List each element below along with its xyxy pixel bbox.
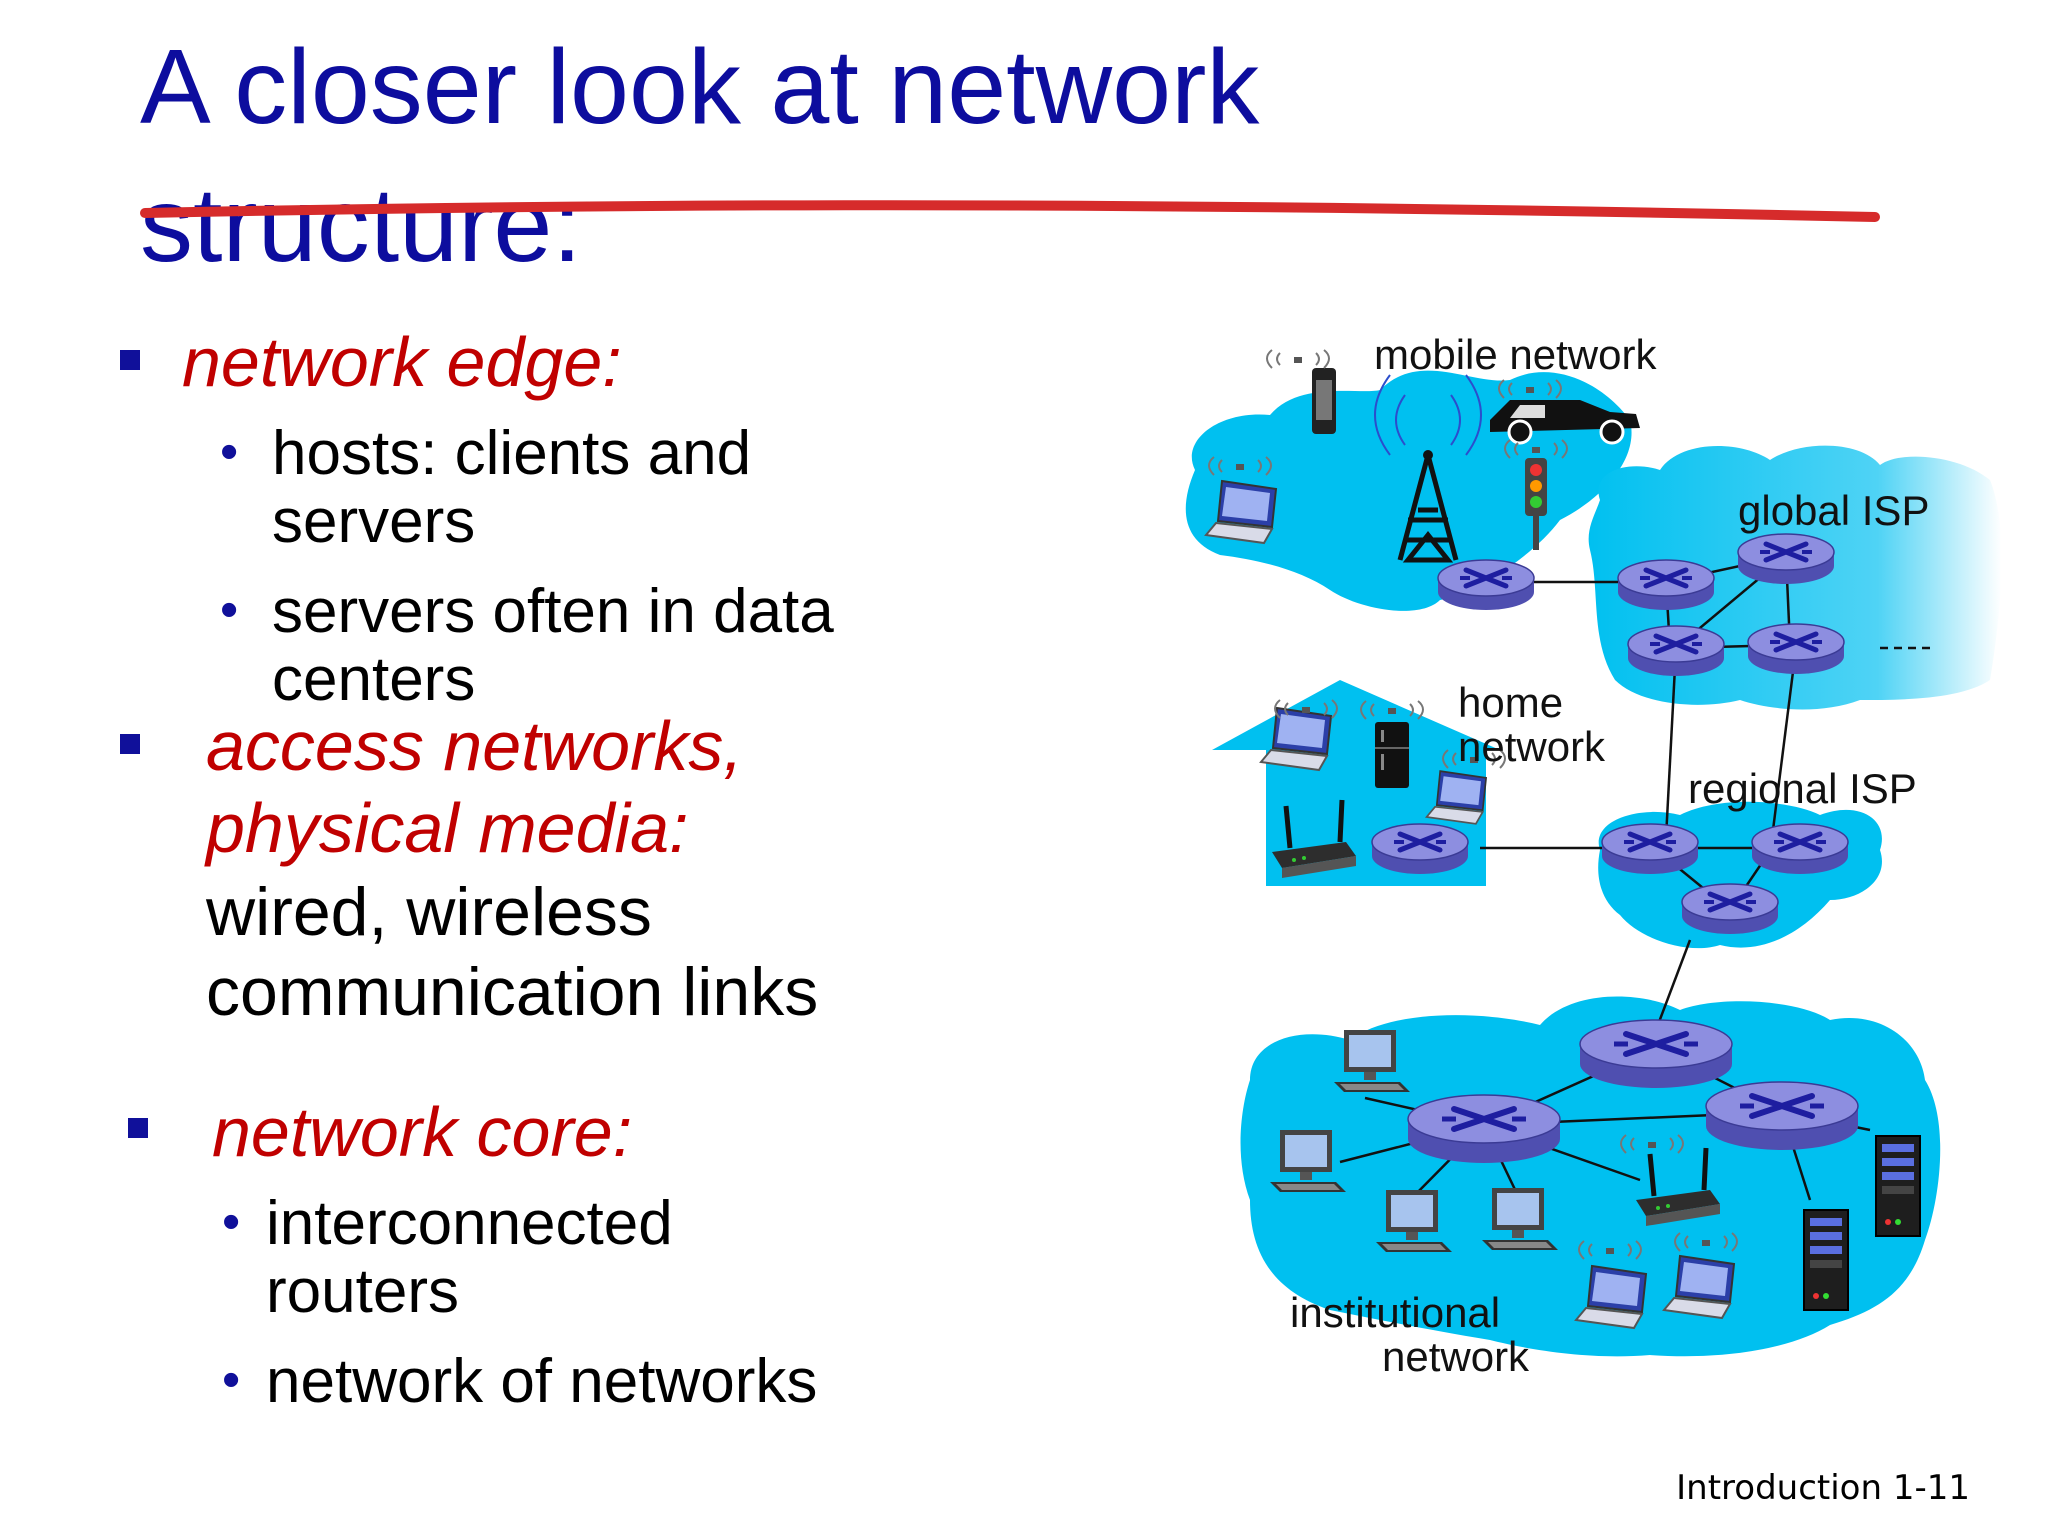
bullet-square-icon (128, 1118, 148, 1138)
router-icon (1372, 824, 1468, 874)
label-institutional-network-2: network (1382, 1333, 1530, 1380)
phone-icon (1312, 368, 1336, 434)
label-mobile-network: mobile network (1374, 331, 1657, 378)
label-home-network-2: network (1458, 723, 1606, 770)
label-global-isp: global ISP (1738, 487, 1930, 534)
fridge-icon (1375, 722, 1409, 788)
cell-tower-icon (1374, 374, 1482, 563)
network-diagram (1185, 349, 2002, 1357)
slide-title: A closer look at network structure: (140, 18, 1440, 294)
bullet-square-icon (120, 734, 140, 754)
car-icon (1490, 400, 1640, 445)
strike-through-line (140, 200, 1880, 222)
router-icon (1602, 824, 1698, 874)
edge-heading: network edge: (182, 323, 622, 401)
title-line-2: structure: (140, 166, 582, 284)
label-regional-isp: regional ISP (1688, 765, 1917, 812)
edge-item-1a: hosts: clients and (272, 419, 752, 488)
router-icon (1438, 560, 1534, 610)
bullet-square-icon (120, 350, 140, 370)
core-item-2: network of networks (266, 1347, 818, 1416)
bullet-dot-icon: • (222, 1193, 241, 1251)
router-icon (1408, 1095, 1560, 1163)
edge-item-1b: servers (272, 487, 476, 556)
router-icon (1706, 1082, 1858, 1150)
core-item-1b: routers (266, 1257, 459, 1326)
router-icon (1682, 884, 1778, 934)
title-line-1: A closer look at network (140, 28, 1260, 146)
router-icon (1748, 624, 1844, 674)
access-heading-1: access networks, (206, 707, 743, 785)
router-icon (1752, 824, 1848, 874)
edge-item-2b: centers (272, 645, 476, 714)
core-heading: network core: (212, 1093, 633, 1171)
label-home-network-1: home (1458, 679, 1564, 726)
server-icon (1803, 1209, 1849, 1311)
wifi-icon (1266, 349, 1330, 369)
core-item-1a: interconnected (266, 1189, 673, 1258)
router-icon (1628, 626, 1724, 676)
traffic-light-icon (1525, 458, 1547, 550)
access-body-1: wired, wireless (206, 874, 652, 950)
router-icon (1580, 1020, 1732, 1088)
label-institutional-network-1: institutional (1290, 1289, 1501, 1336)
server-icon (1875, 1135, 1921, 1237)
slide-footer: Introduction 1-11 (1676, 1468, 1970, 1508)
bullet-dot-icon: • (220, 423, 239, 481)
bullet-dot-icon: • (222, 1351, 241, 1409)
router-icon (1618, 560, 1714, 610)
access-body-2: communication links (206, 954, 819, 1030)
edge-item-2a: servers often in data (272, 577, 834, 646)
router-icon (1738, 534, 1834, 584)
access-heading-2: physical media: (206, 789, 689, 867)
bullet-dot-icon: • (220, 581, 239, 639)
